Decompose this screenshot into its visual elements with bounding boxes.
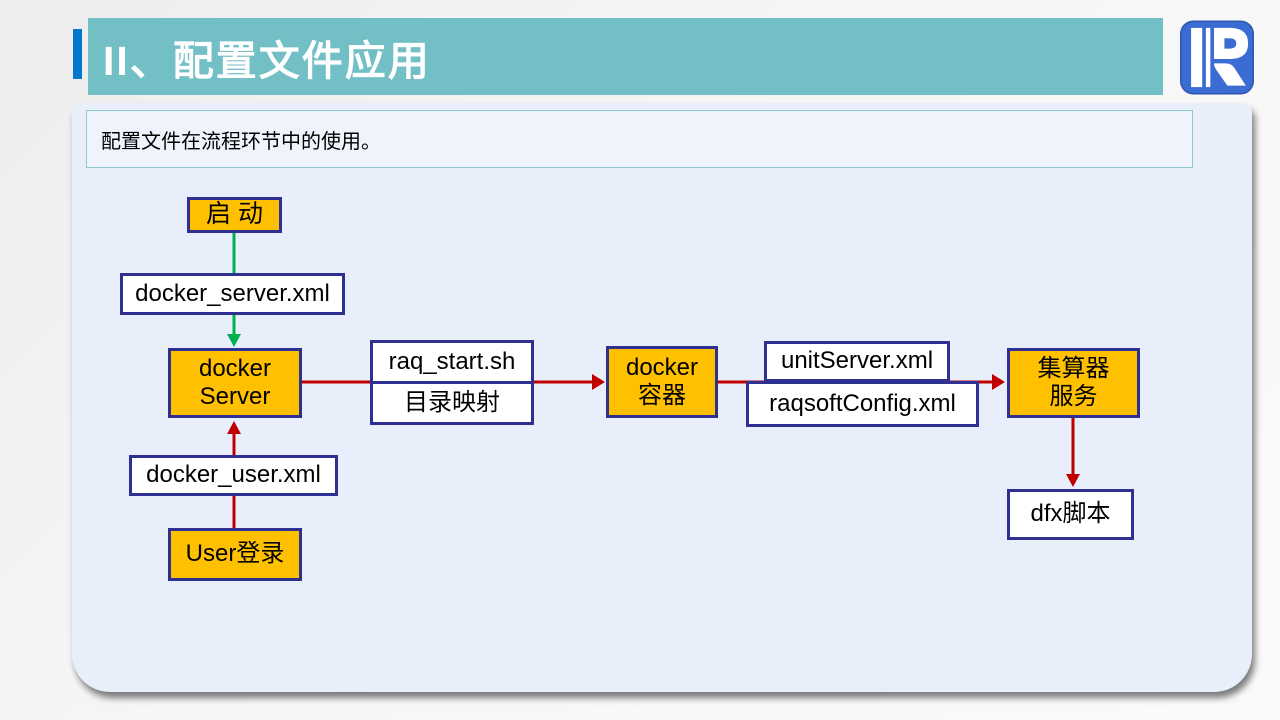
intro-text: 配置文件在流程环节中的使用。 <box>101 130 381 153</box>
node-unitserver-xml: unitServer.xml <box>764 341 950 382</box>
node-dfx-script-label: dfx脚本 <box>1030 500 1111 528</box>
node-user-login-label: User登录 <box>185 540 285 568</box>
node-docker-server-line1: docker <box>198 354 272 382</box>
node-esproc-service: 集算器 服务 <box>1007 348 1140 418</box>
intro-box: 配置文件在流程环节中的使用。 <box>86 110 1193 168</box>
slide-header: II、配置文件应用 <box>88 18 1163 95</box>
node-docker-server-xml-label: docker_server.xml <box>135 279 330 307</box>
node-raq-start-bottom-cell: 目录映射 <box>373 384 531 422</box>
node-esproc-service-line2: 服务 <box>1049 383 1098 410</box>
node-docker-user-xml: docker_user.xml <box>129 455 338 496</box>
node-raqsoftconfig-xml-label: raqsoftConfig.xml <box>769 389 956 417</box>
node-unitserver-xml-label: unitServer.xml <box>780 347 934 375</box>
raqsoft-logo-icon <box>1180 20 1254 95</box>
node-docker-container-line2: 容器 <box>638 382 686 409</box>
page-title: II、配置文件应用 <box>103 37 431 84</box>
node-raq-start-top-cell: raq_start.sh <box>373 343 531 384</box>
node-start-label: 启 动 <box>206 200 263 229</box>
node-docker-container: docker 容器 <box>606 346 718 418</box>
node-raq-start: raq_start.sh 目录映射 <box>370 340 534 425</box>
node-docker-container-line1: docker <box>625 353 699 381</box>
node-esproc-service-line1: 集算器 <box>1037 354 1110 382</box>
title-accent-bar <box>73 29 82 79</box>
node-docker-server-line2: Server <box>199 383 271 410</box>
node-raqsoftconfig-xml: raqsoftConfig.xml <box>746 381 979 427</box>
node-docker-server-xml: docker_server.xml <box>120 273 345 315</box>
node-user-login: User登录 <box>168 528 302 581</box>
node-docker-server: docker Server <box>168 348 302 418</box>
node-docker-user-xml-label: docker_user.xml <box>146 461 321 489</box>
node-dir-mapping-label: 目录映射 <box>404 388 500 416</box>
node-dfx-script: dfx脚本 <box>1007 489 1134 540</box>
node-raq-start-label: raq_start.sh <box>388 347 516 375</box>
node-start: 启 动 <box>187 197 282 233</box>
